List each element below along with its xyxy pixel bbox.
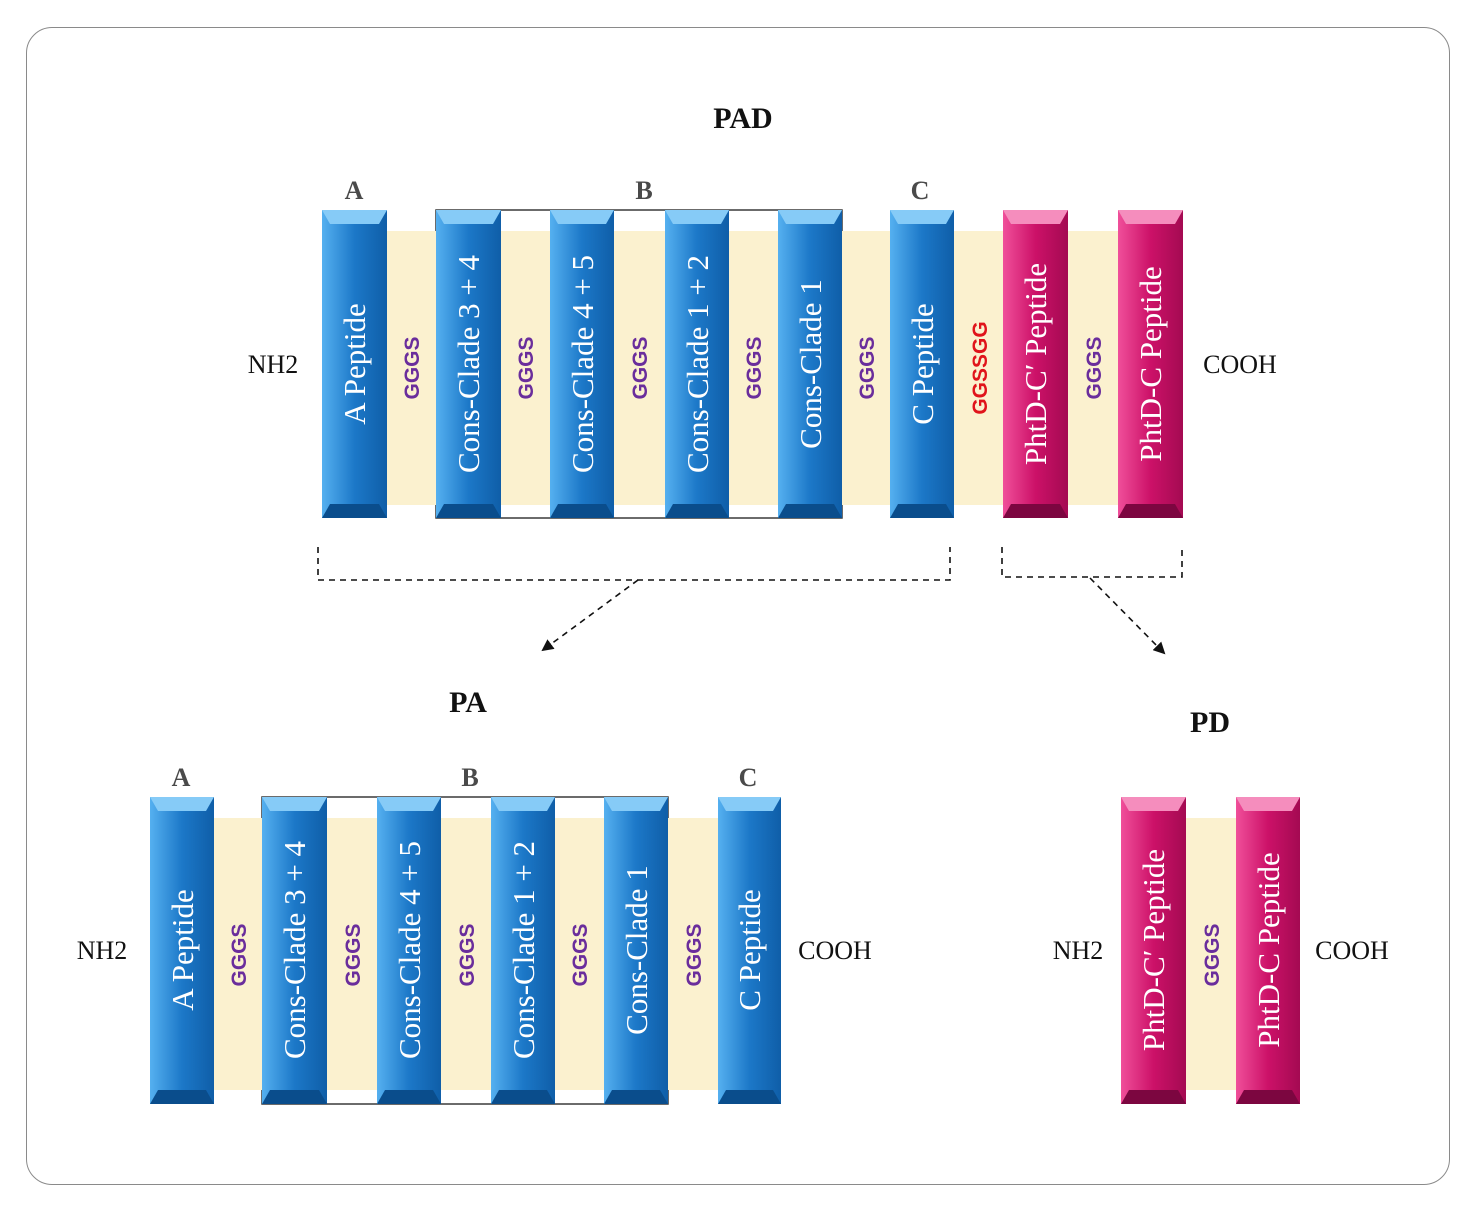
svg-text:Cons-Clade 3 + 4: Cons-Clade 3 + 4	[451, 254, 486, 473]
pa-linker-band	[214, 818, 262, 1090]
svg-text:Cons-Clade 4 + 5: Cons-Clade 4 + 5	[392, 841, 427, 1059]
pa-block-a-peptide: A Peptide	[150, 797, 214, 1104]
svg-text:Cons-Clade 1 + 2: Cons-Clade 1 + 2	[506, 841, 541, 1059]
pa-title: PA	[449, 686, 487, 719]
pad-linker-band	[1068, 231, 1118, 505]
pa-linker-band	[441, 818, 491, 1090]
pd-c-terminus: COOH	[1315, 936, 1389, 965]
pad-block-a-peptide: A Peptide	[322, 210, 387, 518]
pad-title: PAD	[713, 102, 772, 135]
svg-text:Cons-Clade 1: Cons-Clade 1	[619, 865, 654, 1035]
pd-linker-label: GGGS	[1201, 923, 1224, 986]
svg-text:Cons-Clade 1: Cons-Clade 1	[793, 279, 828, 449]
arrow-to-pa	[541, 579, 639, 652]
pa-linker-band	[668, 818, 718, 1090]
pd-linker-band	[1186, 818, 1236, 1090]
svg-text:PhtD-C Peptide: PhtD-C Peptide	[1133, 266, 1168, 461]
pad-block-c-peptide: C Peptide	[890, 210, 954, 518]
pa-group-label-a: A	[172, 763, 191, 792]
pad-block-phtd-c-peptide: PhtD-C Peptide	[1118, 210, 1183, 518]
pd-construct: PD NH2 COOH PhtD-C′ Peptide PhtD-C Pepti…	[1053, 706, 1389, 1104]
pad-linker-label: GGGS	[743, 336, 766, 399]
pa-c-terminus: COOH	[798, 936, 872, 965]
pad-linker-band	[614, 231, 665, 505]
pad-block-cons-clade-1-2: Cons-Clade 1 + 2	[665, 210, 729, 518]
svg-text:PhtD-C′ Peptide: PhtD-C′ Peptide	[1136, 849, 1171, 1051]
svg-text:A Peptide: A Peptide	[165, 889, 200, 1010]
pad-block-cons-clade-3-4: Cons-Clade 3 + 4	[436, 210, 501, 518]
pd-n-terminus: NH2	[1053, 936, 1104, 965]
svg-text:Cons-Clade 4 + 5: Cons-Clade 4 + 5	[565, 255, 600, 473]
pad-linker-label: GGGS	[515, 336, 538, 399]
pd-block-phtd-c-peptide: PhtD-C Peptide	[1236, 797, 1300, 1104]
pa-linker-label: GGGS	[456, 923, 479, 986]
pad-linker-label: GGGS	[629, 336, 652, 399]
pad-n-terminus: NH2	[248, 350, 299, 379]
pa-block-cons-clade-3-4: Cons-Clade 3 + 4	[262, 797, 327, 1104]
pa-linker-label: GGGS	[228, 923, 251, 986]
pd-region-bracket	[1001, 547, 1183, 578]
svg-text:A Peptide: A Peptide	[337, 303, 372, 424]
pa-construct: PA A B C NH2 COOH A Peptide Cons-Clade 3…	[77, 686, 872, 1105]
svg-text:C Peptide: C Peptide	[905, 303, 940, 424]
pad-linker-label: GGGS	[1083, 336, 1106, 399]
pad-linker-label: GGGS	[856, 336, 879, 399]
pa-region-bracket	[317, 547, 951, 581]
pad-special-linker-label: GGSSGG	[969, 321, 992, 414]
pad-linker-band	[954, 231, 1003, 505]
svg-text:PhtD-C Peptide: PhtD-C Peptide	[1251, 852, 1286, 1047]
pad-group-label-b: B	[635, 176, 652, 205]
pad-linker-label: GGGS	[401, 336, 424, 399]
pa-linker-band	[555, 818, 604, 1090]
pa-group-label-c: C	[739, 763, 758, 792]
pd-title: PD	[1190, 706, 1230, 739]
pa-linker-label: GGGS	[683, 923, 706, 986]
pad-construct: PAD A B C NH2 COOH A Peptide Cons-Clade …	[248, 102, 1277, 655]
pa-block-cons-clade-1: Cons-Clade 1	[604, 797, 668, 1104]
pad-block-phtd-c-prime-peptide: PhtD-C′ Peptide	[1003, 210, 1068, 518]
pa-block-c-peptide: C Peptide	[718, 797, 781, 1104]
pa-linker-label: GGGS	[342, 923, 365, 986]
pad-c-terminus: COOH	[1203, 350, 1277, 379]
svg-text:PhtD-C′ Peptide: PhtD-C′ Peptide	[1018, 263, 1053, 465]
figure-frame	[26, 27, 1450, 1185]
pa-n-terminus: NH2	[77, 936, 128, 965]
pad-group-label-c: C	[911, 176, 930, 205]
pad-linker-band	[842, 231, 890, 505]
pad-linker-band	[729, 231, 778, 505]
arrow-to-pd	[1089, 577, 1166, 655]
pad-block-cons-clade-1: Cons-Clade 1	[778, 210, 842, 518]
svg-text:Cons-Clade 3 + 4: Cons-Clade 3 + 4	[277, 840, 312, 1059]
pad-block-cons-clade-4-5: Cons-Clade 4 + 5	[550, 210, 614, 518]
pa-block-cons-clade-4-5: Cons-Clade 4 + 5	[377, 797, 441, 1104]
pa-linker-band	[327, 818, 377, 1090]
pa-linker-label: GGGS	[569, 923, 592, 986]
svg-text:C Peptide: C Peptide	[732, 889, 767, 1010]
pa-group-label-b: B	[461, 763, 478, 792]
svg-text:Cons-Clade 1 + 2: Cons-Clade 1 + 2	[680, 255, 715, 473]
pad-linker-band	[387, 231, 436, 505]
pad-linker-band	[501, 231, 550, 505]
pd-block-phtd-c-prime-peptide: PhtD-C′ Peptide	[1121, 797, 1186, 1104]
pa-block-cons-clade-1-2: Cons-Clade 1 + 2	[491, 797, 555, 1104]
pad-group-label-a: A	[345, 176, 364, 205]
